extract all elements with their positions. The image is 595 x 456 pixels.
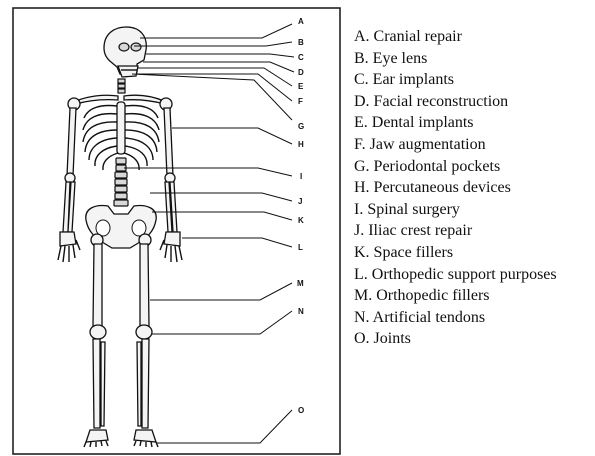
callout-letter-n: N (298, 307, 304, 316)
femur-right (140, 244, 149, 326)
callout-letter-o: O (298, 406, 304, 415)
femur-left (93, 244, 102, 326)
fibula-right (137, 342, 141, 426)
callout-letter-i: I (300, 172, 302, 181)
legend-item-o: O. Joints (354, 328, 557, 350)
leader-line-a (140, 24, 292, 38)
humerus-left (67, 108, 76, 176)
tibia-left (93, 339, 100, 428)
hand-right (160, 232, 182, 262)
eye-socket (131, 43, 141, 51)
callout-letter-d: D (298, 68, 304, 77)
legend: A. Cranial repair B. Eye lens C. Ear imp… (354, 26, 557, 350)
legend-item-k: K. Space fillers (354, 242, 557, 264)
leader-line-c (146, 54, 294, 57)
legend-item-i: I. Spinal surgery (354, 199, 557, 221)
clavicle-left (76, 95, 118, 104)
legend-item-b: B. Eye lens (354, 48, 557, 70)
legend-item-n: N. Artificial tendons (354, 307, 557, 329)
callout-letter-c: C (298, 53, 304, 62)
leader-line-d (143, 62, 294, 72)
callout-letter-l: L (298, 243, 303, 252)
legend-item-c: C. Ear implants (354, 69, 557, 91)
callout-letter-f: F (298, 97, 303, 106)
vertebra (118, 89, 125, 93)
callout-letter-m: M (297, 279, 304, 288)
leader-line-m (150, 283, 292, 300)
leader-line-o (156, 410, 292, 443)
eye-socket (119, 43, 129, 51)
vertebra (118, 79, 125, 83)
skeleton (58, 27, 182, 447)
legend-item-j: J. Iliac crest repair (354, 220, 557, 242)
callout-letter-a: A (298, 17, 304, 26)
foot-right (134, 430, 158, 447)
foot-left (84, 430, 108, 447)
legend-item-g: G. Periodontal pockets (354, 156, 557, 178)
legend-item-m: M. Orthopedic fillers (354, 285, 557, 307)
humerus-right (164, 108, 173, 176)
legend-item-h: H. Percutaneous devices (354, 177, 557, 199)
clavicle-right (124, 95, 164, 104)
legend-item-a: A. Cranial repair (354, 26, 557, 48)
legend-item-l: L. Orthopedic support purposes (354, 264, 557, 286)
sternum (117, 102, 125, 154)
callout-letter-b: B (298, 38, 304, 47)
jaw (118, 66, 138, 77)
legend-item-f: F. Jaw augmentation (354, 134, 557, 156)
callout-letter-j: J (298, 197, 302, 206)
leader-line-h (172, 128, 292, 144)
leader-line-e (137, 68, 292, 86)
legend-item-e: E. Dental implants (354, 112, 557, 134)
leader-line-b (134, 42, 292, 46)
legend-item-d: D. Facial reconstruction (354, 91, 557, 113)
hand-left (58, 232, 80, 262)
lumbar-spine (114, 158, 128, 206)
callout-letter-e: E (298, 82, 304, 91)
callout-letter-k: K (298, 216, 304, 225)
callout-letter-g: G (298, 122, 304, 131)
callout-letters: A B C D E F G H I J K L M N O (297, 17, 304, 415)
knee-left (90, 325, 106, 339)
leader-line-n (152, 311, 292, 334)
vertebra (118, 84, 125, 88)
knee-right (136, 325, 152, 339)
callout-letter-h: H (298, 140, 304, 149)
tibia-right (142, 339, 149, 428)
fibula-left (101, 342, 105, 426)
leader-line-l (182, 238, 292, 247)
leader-line-i (124, 168, 292, 176)
